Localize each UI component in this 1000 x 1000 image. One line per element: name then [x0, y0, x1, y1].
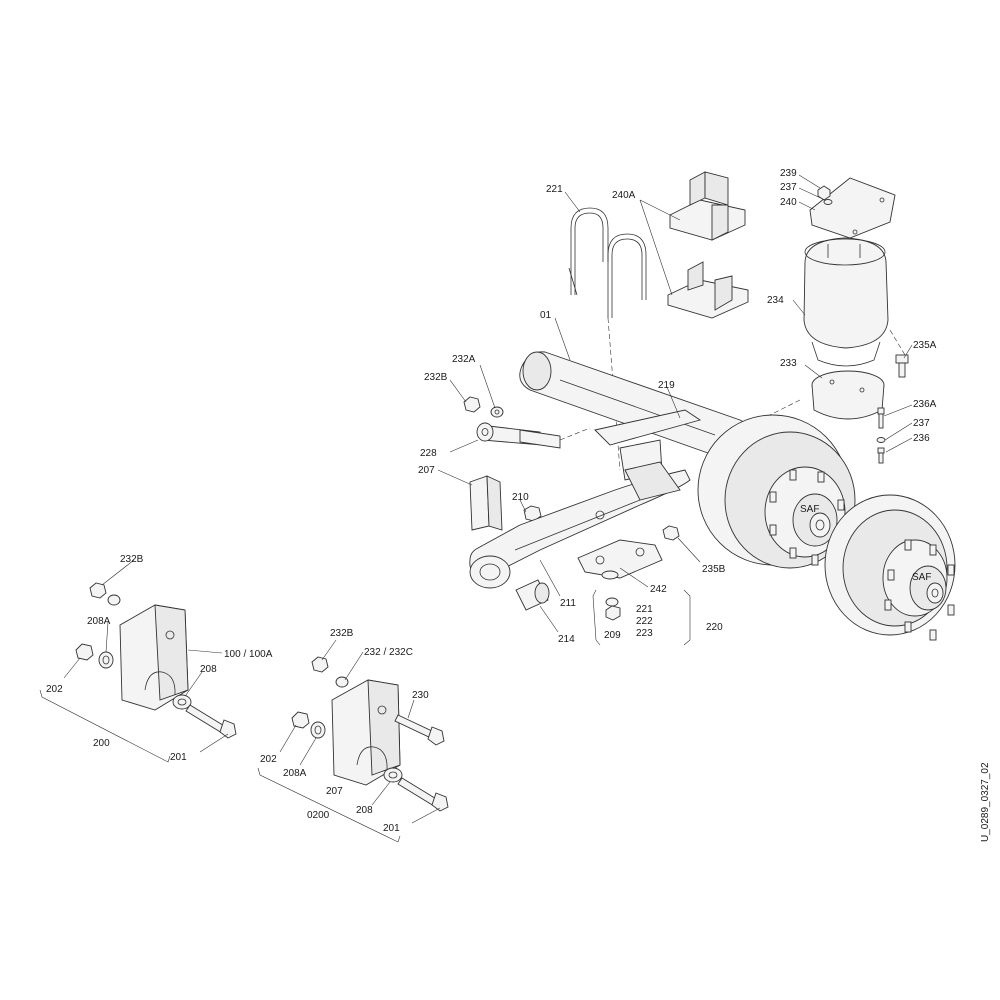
label-236: 236 — [913, 433, 930, 444]
hanger-100-left — [119, 604, 189, 711]
nut-239 — [817, 185, 831, 201]
label-232b-left: 232B — [120, 554, 144, 565]
bolt-236a — [877, 407, 885, 429]
label-207-bottom: 207 — [326, 786, 343, 797]
bolt-201-right — [397, 777, 449, 812]
label-221-mid: 221 — [636, 604, 653, 615]
label-202-right: 202 — [260, 754, 277, 765]
axle-seat-219 — [594, 409, 702, 501]
label-221-top: 221 — [546, 184, 563, 195]
label-219: 219 — [658, 380, 675, 391]
leader-lines — [63, 174, 913, 824]
brake-disc-hub-front — [824, 494, 956, 641]
label-232b-right: 232B — [330, 628, 354, 639]
label-242: 242 — [650, 584, 667, 595]
bolt-230 — [394, 714, 445, 746]
label-234: 234 — [767, 295, 784, 306]
axle-beam-01 — [519, 351, 755, 461]
part-labels: 221 240A 239 237 240 234 235A 233 236A 2… — [46, 168, 937, 834]
bushing-214 — [515, 579, 550, 611]
bracket-207-top — [469, 475, 503, 531]
label-208a-left: 208A — [87, 616, 111, 627]
shock-absorber-228 — [476, 422, 561, 449]
u-bolt-plate-240a-lower — [667, 261, 749, 319]
clamp-plate-242 — [577, 539, 663, 580]
label-232b-top: 232B — [424, 372, 448, 383]
label-210: 210 — [512, 492, 529, 503]
label-228: 228 — [420, 448, 437, 459]
label-233: 233 — [780, 358, 797, 369]
label-235b: 235B — [702, 564, 726, 575]
group-brackets — [39, 589, 691, 843]
nut-202-right — [291, 711, 310, 729]
hub-logo-front: SAF — [912, 572, 931, 583]
label-232-232c: 232 / 232C — [364, 647, 413, 658]
label-208a-right: 208A — [283, 768, 307, 779]
piston-233 — [811, 370, 885, 420]
nut-202-left — [75, 643, 94, 661]
nut-223 — [605, 605, 621, 621]
hub-logo-rear: SAF — [800, 504, 819, 515]
label-232a-top: 232A — [452, 354, 476, 365]
label-230: 230 — [412, 690, 429, 701]
label-237-top: 237 — [780, 182, 797, 193]
bolt-201-left — [185, 704, 237, 739]
label-208-left: 208 — [200, 664, 217, 675]
washer-208a-left — [98, 651, 114, 669]
label-237-mid: 237 — [913, 418, 930, 429]
trailing-arm-211 — [469, 469, 691, 589]
washer-left-top — [107, 594, 121, 606]
label-207-top: 207 — [418, 465, 435, 476]
u-bolt-221-front — [607, 233, 647, 318]
nut-232b-left — [89, 582, 107, 599]
bolt-235a — [895, 354, 909, 378]
label-236a: 236A — [913, 399, 937, 410]
drawing-reference-code: U_0289_0327_02 — [980, 762, 991, 842]
washer-232a-top — [490, 406, 504, 418]
washer-208a-right — [310, 721, 326, 739]
label-222: 222 — [636, 616, 653, 627]
label-209: 209 — [604, 630, 621, 641]
label-100-100a: 100 / 100A — [224, 649, 273, 660]
label-240a: 240A — [612, 190, 636, 201]
air-spring-top-plate-240 — [809, 177, 896, 239]
washer-208-left — [172, 694, 192, 710]
label-01: 01 — [540, 310, 552, 321]
label-214: 214 — [558, 634, 575, 645]
air-spring-bellows-234 — [803, 237, 889, 367]
label-240: 240 — [780, 197, 797, 208]
washer-208-right — [383, 767, 403, 783]
label-220: 220 — [706, 622, 723, 633]
label-200: 200 — [93, 738, 110, 749]
u-bolt-221-rear — [568, 207, 609, 296]
washer-237-top — [823, 199, 833, 205]
label-201-left: 201 — [170, 752, 187, 763]
label-202-left: 202 — [46, 684, 63, 695]
label-201-right: 201 — [383, 823, 400, 834]
hanger-0200-right — [331, 679, 401, 786]
nut-232b-top — [463, 396, 481, 413]
bolt-236 — [877, 447, 885, 464]
nut-235b — [662, 525, 680, 541]
brake-drum-hub-rear — [697, 414, 856, 569]
washer-222 — [605, 597, 619, 607]
label-239: 239 — [780, 168, 797, 179]
label-235a: 235A — [913, 340, 937, 351]
label-208-right: 208 — [356, 805, 373, 816]
washer-237-mid — [876, 437, 886, 443]
shock-dash-line — [559, 427, 591, 441]
air-spring-dash-line-2 — [889, 329, 906, 356]
label-0200: 0200 — [307, 810, 330, 821]
label-223: 223 — [636, 628, 653, 639]
nut-232b-right — [311, 656, 329, 673]
u-bolt-plate-240a-upper — [669, 171, 746, 241]
nut-210 — [523, 505, 542, 522]
label-211: 211 — [560, 598, 576, 609]
